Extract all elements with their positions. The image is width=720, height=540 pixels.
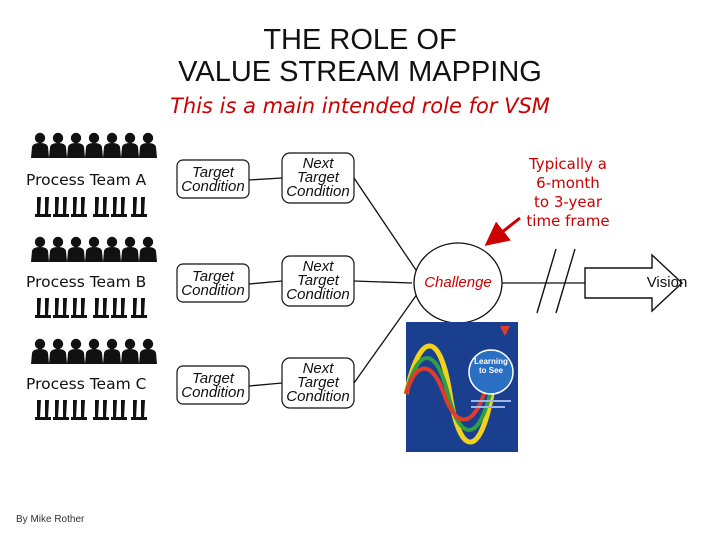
next-condition-b-line-3: Condition — [286, 286, 350, 303]
target-condition-a-line-2: Condition — [181, 178, 245, 195]
book-title: Learning to See — [471, 357, 511, 375]
next-target-condition-c: Next Target Condition — [282, 360, 354, 405]
book-cover-icon — [403, 322, 518, 452]
target-condition-c: Target Condition — [177, 370, 249, 401]
timeframe-note-line-2: 6-month — [536, 174, 600, 192]
target-condition-b-line-2: Condition — [181, 282, 245, 299]
timeframe-note-line-3: to 3-year — [534, 193, 602, 211]
next-condition-a-line-1: Next — [302, 155, 334, 172]
target-condition-a-box — [176, 159, 250, 199]
book-title-line-2: to See — [478, 366, 503, 375]
timeframe-note-line-4: time frame — [526, 212, 610, 230]
condition-boxes — [176, 152, 355, 409]
book-title-line-1: Learning — [474, 357, 508, 366]
target-condition-c-line-1: Target — [192, 370, 234, 387]
team-a-label: Process Team A — [26, 171, 147, 189]
target-condition-c-line-2: Condition — [181, 384, 245, 401]
target-condition-b-line-1: Target — [192, 268, 234, 285]
target-condition-a-line-1: Target — [192, 164, 234, 181]
page-title: THE ROLE OF VALUE STREAM MAPPING — [0, 24, 720, 88]
timeframe-note-line-1: Typically a — [528, 155, 607, 173]
next-condition-b-line-2: Target — [297, 272, 339, 289]
next-condition-c-line-3: Condition — [286, 388, 350, 405]
team-c-label: Process Team C — [26, 375, 147, 393]
team-b-label: Process Team B — [26, 273, 147, 291]
title-line-2: VALUE STREAM MAPPING — [178, 56, 542, 88]
break-marks-icon — [536, 248, 576, 314]
page-subtitle: This is a main intended role for VSM — [170, 94, 550, 118]
next-condition-c-line-1: Next — [302, 360, 334, 377]
challenge-label: Challenge — [424, 274, 492, 291]
next-condition-c-line-2: Target — [297, 374, 339, 391]
target-condition-c-box — [176, 365, 250, 405]
vision-label: Vision — [646, 274, 688, 291]
target-condition-a: Target Condition — [177, 164, 249, 195]
red-arrow-icon — [484, 216, 521, 246]
next-condition-a-line-3: Condition — [286, 183, 350, 200]
target-condition-b: Target Condition — [177, 268, 249, 299]
timeframe-note: Typically a 6-month to 3-year time frame — [508, 155, 628, 231]
next-target-condition-a: Next Target Condition — [282, 155, 354, 200]
connector-lines — [248, 177, 421, 387]
target-condition-b-box — [176, 263, 250, 303]
author-credit: By Mike Rother — [16, 514, 85, 525]
vision-arrow-icon — [584, 253, 684, 313]
title-line-1: THE ROLE OF — [263, 24, 457, 56]
next-target-condition-b: Next Target Condition — [282, 258, 354, 303]
next-condition-a-line-2: Target — [297, 169, 339, 186]
next-condition-b-line-1: Next — [302, 258, 334, 275]
